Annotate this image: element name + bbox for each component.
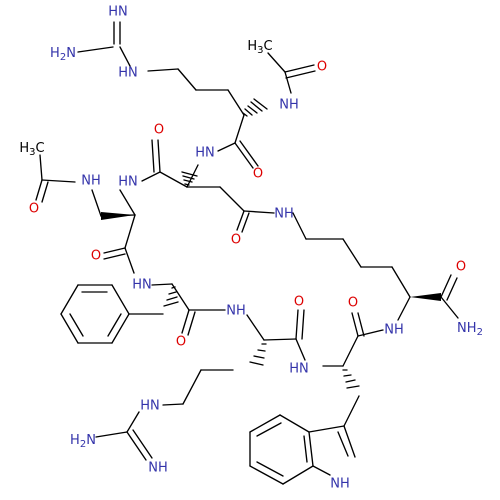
atom-label: O [317, 60, 327, 75]
atom-label: O [231, 233, 241, 248]
stereo-bonds [101, 98, 441, 389]
atom-label: NH [81, 174, 101, 189]
atom-label: HN [118, 66, 138, 81]
atom-label: O [154, 123, 164, 138]
atom-label: O [91, 249, 101, 264]
atom-label: O [253, 167, 263, 182]
atom-label: NH [330, 477, 350, 492]
atom-label: NH [279, 98, 299, 113]
hashed-bond [181, 171, 198, 186]
atom-label: O [29, 202, 39, 217]
atom-label: O [456, 260, 466, 275]
atom-label: HN [140, 399, 160, 414]
atom-label: H3C [19, 141, 44, 158]
hashed-bond [163, 286, 179, 307]
atom-label: O [294, 295, 304, 310]
atom-label: HN [132, 278, 152, 293]
atom-labels: HN H2N HN H3C O NH O HN O H3C NH HN O NH… [19, 5, 483, 492]
atom-label: H3C [247, 39, 272, 56]
hashed-bond [249, 343, 267, 366]
atom-label: NH [274, 207, 294, 222]
atom-label: HN [195, 146, 215, 161]
atom-label: NH [226, 304, 246, 319]
hashed-bond [342, 369, 360, 389]
atom-label: O [176, 335, 186, 350]
atom-label: HN [118, 175, 138, 190]
atom-label: O [348, 296, 358, 311]
atom-label: NH [148, 461, 168, 476]
wedge-bond [410, 293, 441, 301]
atom-label: H2N [70, 433, 96, 450]
wedge-bond [101, 212, 135, 220]
hashed-bond [242, 98, 268, 117]
atom-label: HN [108, 5, 128, 20]
atom-label: H2N [50, 46, 76, 63]
atom-label: NH [384, 323, 404, 338]
atom-label: HN [289, 362, 309, 377]
bonds [35, 21, 459, 485]
atom-label: NH2 [457, 321, 483, 338]
